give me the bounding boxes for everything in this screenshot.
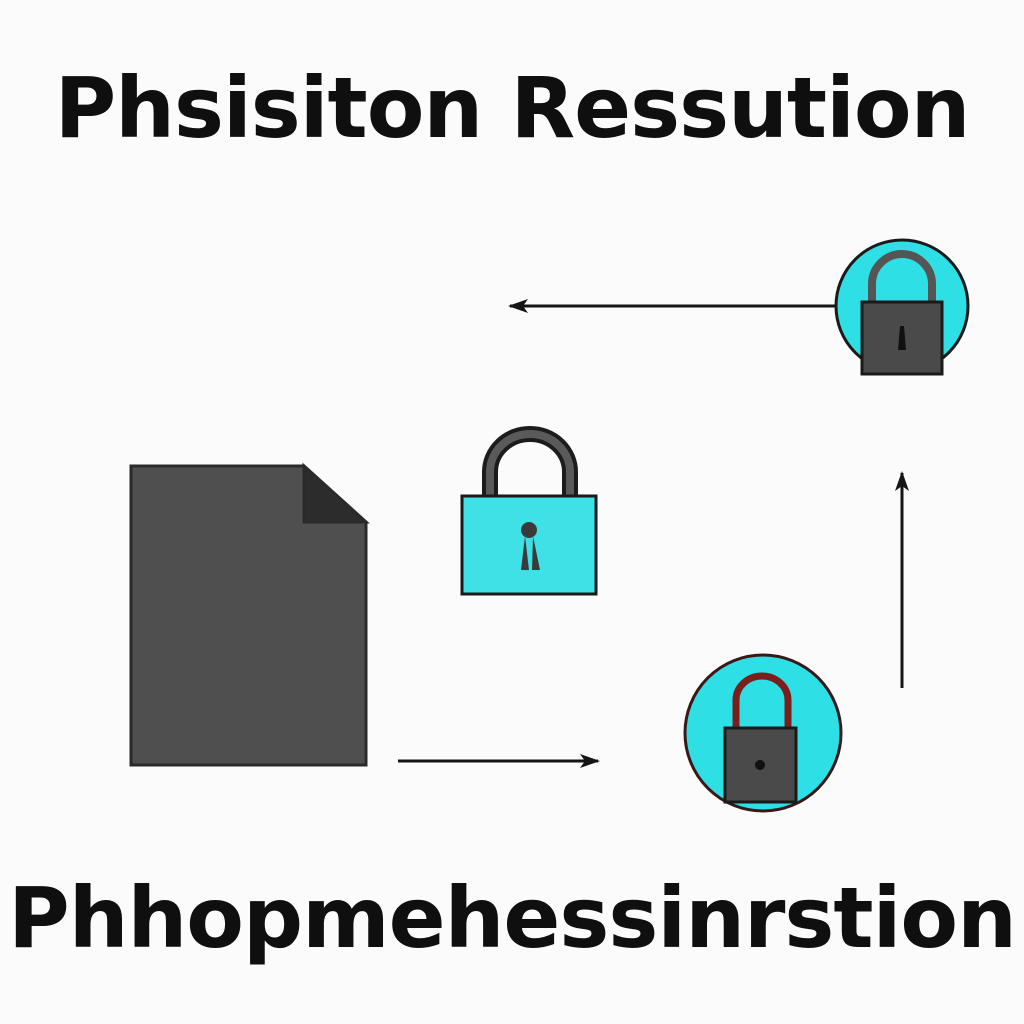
document-icon bbox=[129, 462, 370, 767]
locked-circle-icon-bottom bbox=[683, 653, 843, 813]
padlock-icon bbox=[460, 426, 598, 596]
locked-circle-icon-top bbox=[834, 238, 970, 376]
bottom-title: Phhopmehessinrstion bbox=[8, 869, 1017, 967]
top-title: Phsisiton Ressution bbox=[54, 59, 971, 157]
